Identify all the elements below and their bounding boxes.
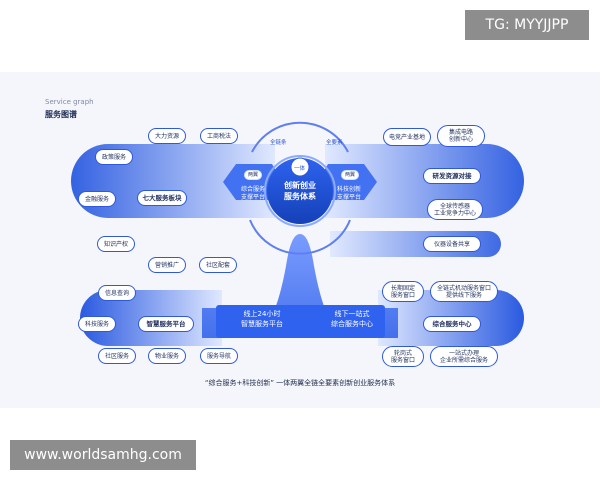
left-wing-text: 综合服务支撑平台 <box>240 186 265 201</box>
left-pill-2-1: 信息查询 <box>98 285 136 301</box>
online-platform-text: 线上24小时智慧服务平台 <box>241 310 283 328</box>
right-pill-2-4: 一站式办理企业所需综合服务 <box>430 346 498 367</box>
watermark-top: TG: MYYJJPP <box>465 10 589 40</box>
right-pill-2-1: 长期固定服务窗口 <box>382 281 424 302</box>
right-pill-1-5: 仪器设备共享 <box>423 236 481 252</box>
left-wing-badge: 两翼 <box>244 170 262 180</box>
left-pill-2-2: 科技服务 <box>78 316 116 332</box>
right-pill-1-4: 全球传感器工业竞争力中心 <box>427 199 483 220</box>
left-pill-1-4: 金融服务 <box>78 191 116 207</box>
right-pill-2-2: 全链式机动服务窗口提供线下服务 <box>430 281 498 302</box>
right-pill-1-3: 研发资源对接 <box>423 168 481 184</box>
left-pill-1-1: 大力资源 <box>148 128 186 144</box>
header-subtitle: Service graph <box>45 98 94 106</box>
left-pill-1-3: 政策服务 <box>95 149 133 165</box>
left-pill-2-5: 服务导航 <box>200 348 238 364</box>
left-pill-1-7: 社区配套 <box>199 257 237 273</box>
left-arc-label: 全链条 <box>270 140 287 146</box>
left-pill-1-5: 知识产权 <box>97 236 135 252</box>
right-wing-badge: 两翼 <box>341 170 359 180</box>
watermark-bottom: www.worldsamhg.com <box>10 440 196 470</box>
right-wing-text: 科技创新支撑平台 <box>336 186 361 201</box>
right-pill-2-3: 轮岗式服务窗口 <box>382 346 424 367</box>
left-main-pill-2: 智慧服务平台 <box>138 316 194 332</box>
right-main-pill-2: 综合服务中心 <box>423 316 481 332</box>
core-top-badge: 一体 <box>294 166 306 172</box>
left-pill-2-4: 物业服务 <box>148 348 186 364</box>
header-title: 服务图谱 <box>45 110 77 119</box>
right-pill-1-1: 电竞产业基地 <box>383 128 431 146</box>
left-main-pill-1: 七大服务板块 <box>137 190 187 206</box>
left-pill-1-6: 营销推广 <box>148 257 186 273</box>
diagram-caption: “综合服务+科技创新” 一体两翼全链全要素创新创业服务体系 <box>204 379 396 387</box>
offline-center-text: 线下一站式综合服务中心 <box>331 310 373 328</box>
right-arc-label: 全要素 <box>326 140 343 146</box>
left-pill-1-2: 工商税法 <box>200 128 238 144</box>
left-pill-2-3: 社区服务 <box>98 348 136 364</box>
core-title: 创新创业服务体系 <box>284 181 316 201</box>
right-pill-1-2: 集成电路创新中心 <box>437 125 485 147</box>
